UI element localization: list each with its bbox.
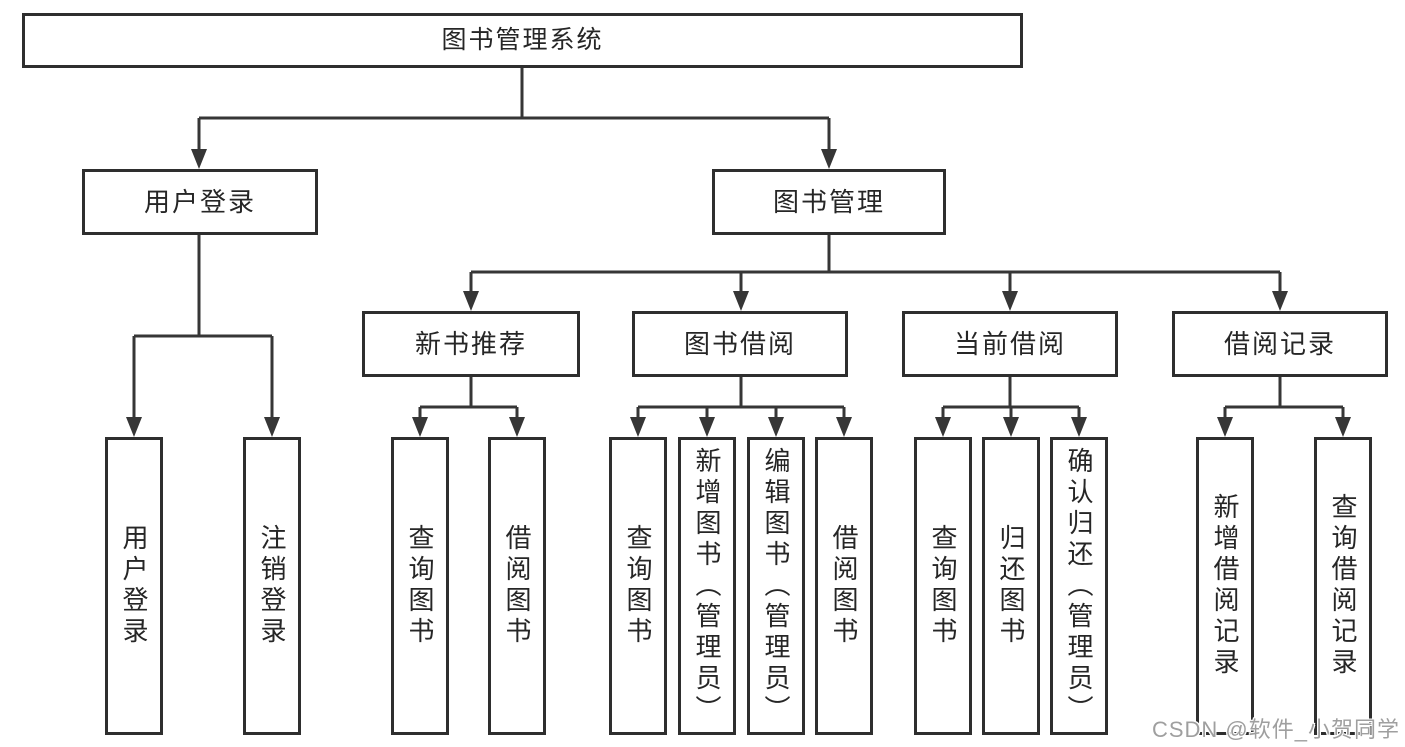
node-book-borrowing: 图书借阅	[632, 311, 848, 377]
arrowhead	[1217, 417, 1233, 437]
arrowhead	[463, 291, 479, 311]
node-new-book-recommendation: 新书推荐	[362, 311, 580, 377]
leaf-label: 借阅图书	[829, 524, 859, 648]
leaf-label: 新增图书（管理员）	[692, 446, 722, 726]
arrowhead	[768, 417, 784, 437]
leaf-label: 查询图书	[623, 524, 653, 648]
arrowhead	[733, 291, 749, 311]
node-label: 图书管理系统	[441, 26, 604, 54]
leaf-edit-books-admin: 编辑图书（管理员）	[747, 437, 805, 735]
arrowhead	[821, 149, 837, 169]
arrowhead	[412, 417, 428, 437]
leaf-query-borrow-record: 查询借阅记录	[1314, 437, 1372, 735]
node-label: 用户登录	[143, 187, 256, 217]
arrowheads	[126, 149, 1351, 437]
node-library-management-system: 图书管理系统	[22, 13, 1023, 68]
arrowhead	[1272, 291, 1288, 311]
node-label: 图书管理	[772, 187, 885, 217]
leaf-logout: 注销登录	[243, 437, 301, 735]
leaf-borrow-books: 借阅图书	[815, 437, 873, 735]
leaf-add-borrow-record: 新增借阅记录	[1196, 437, 1254, 735]
leaf-query-books: 查询图书	[609, 437, 667, 735]
arrowhead	[699, 417, 715, 437]
leaf-label: 确认归还（管理员）	[1064, 446, 1094, 726]
leaf-label: 注销登录	[257, 524, 287, 648]
arrowhead	[935, 417, 951, 437]
leaf-query-books: 查询图书	[391, 437, 449, 735]
node-label: 当前借阅	[953, 329, 1066, 359]
leaf-label: 归还图书	[996, 524, 1026, 648]
arrowhead	[1003, 417, 1019, 437]
csdn-watermark: CSDN @软件_小贺同学	[1151, 717, 1400, 742]
arrowhead	[1335, 417, 1351, 437]
leaf-label: 用户登录	[119, 524, 149, 648]
leaf-label: 查询借阅记录	[1328, 493, 1358, 679]
leaf-label: 编辑图书（管理员）	[761, 446, 791, 726]
leaf-return-books: 归还图书	[982, 437, 1040, 735]
arrowhead	[1002, 291, 1018, 311]
leaf-label: 查询图书	[405, 524, 435, 648]
node-book-management: 图书管理	[712, 169, 946, 235]
arrowhead	[1071, 417, 1087, 437]
node-borrowing-records: 借阅记录	[1172, 311, 1388, 377]
leaf-query-books: 查询图书	[914, 437, 972, 735]
arrowhead	[509, 417, 525, 437]
node-user-login: 用户登录	[82, 169, 318, 235]
leaf-label: 借阅图书	[502, 524, 532, 648]
node-label: 图书借阅	[683, 329, 796, 359]
leaf-label: 新增借阅记录	[1210, 493, 1240, 679]
arrowhead	[126, 417, 142, 437]
node-label: 新书推荐	[414, 329, 527, 359]
arrowhead	[630, 417, 646, 437]
node-label: 借阅记录	[1223, 329, 1336, 359]
arrowhead	[191, 149, 207, 169]
arrowhead	[836, 417, 852, 437]
leaf-label: 查询图书	[928, 524, 958, 648]
leaf-confirm-return-admin: 确认归还（管理员）	[1050, 437, 1108, 735]
node-current-borrowing: 当前借阅	[902, 311, 1118, 377]
leaf-add-books-admin: 新增图书（管理员）	[678, 437, 736, 735]
leaf-user-login: 用户登录	[105, 437, 163, 735]
leaf-borrow-books: 借阅图书	[488, 437, 546, 735]
arrowhead	[264, 417, 280, 437]
